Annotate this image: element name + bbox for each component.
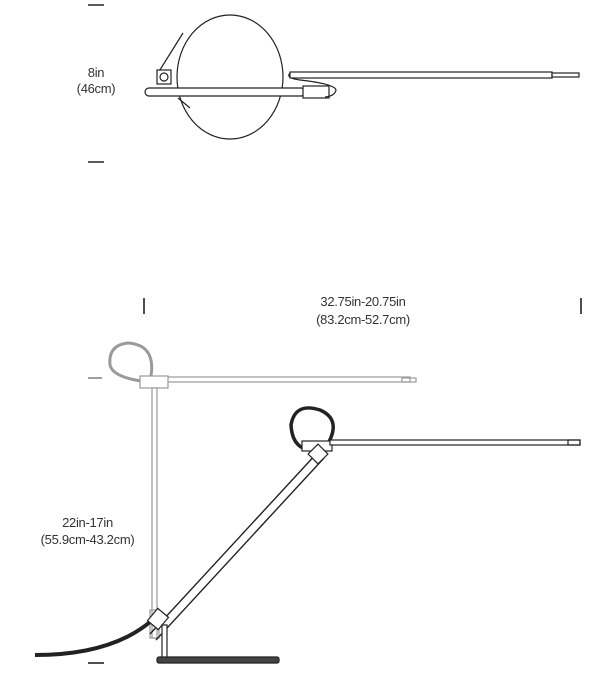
reach-label: 32.75in-20.75in bbox=[320, 294, 406, 309]
stem bbox=[161, 624, 168, 659]
reach-ticks bbox=[88, 298, 582, 664]
pivot-block bbox=[156, 69, 172, 85]
arm bbox=[289, 71, 553, 79]
joint bbox=[302, 85, 330, 99]
arm-tip bbox=[551, 72, 580, 78]
cable-loop bbox=[108, 341, 154, 384]
height-label-metric: (55.9cm-43.2cm) bbox=[40, 532, 135, 547]
height-label: 22in-17in bbox=[62, 515, 113, 530]
lower-joint bbox=[146, 607, 170, 631]
base-plate bbox=[156, 656, 280, 664]
ghost-joint bbox=[139, 375, 169, 389]
ghost-arm bbox=[157, 376, 411, 383]
reach-label-metric: (83.2cm-52.7cm) bbox=[316, 312, 410, 327]
cable bbox=[34, 620, 152, 657]
cable-loop bbox=[289, 406, 335, 450]
lamp-upright-ghost bbox=[108, 341, 417, 639]
head-bracket bbox=[157, 32, 191, 109]
arm bbox=[329, 439, 581, 446]
depth-label: 8in bbox=[87, 65, 105, 80]
base-rod bbox=[144, 87, 306, 97]
ghost-pole bbox=[151, 387, 158, 639]
lamp-head-disc bbox=[176, 14, 284, 140]
top-view bbox=[88, 4, 580, 163]
depth-label-metric: (46cm) bbox=[76, 81, 116, 96]
lamp-extended bbox=[34, 406, 581, 664]
diagonal-arm bbox=[149, 451, 325, 641]
upper-joint bbox=[307, 443, 329, 465]
